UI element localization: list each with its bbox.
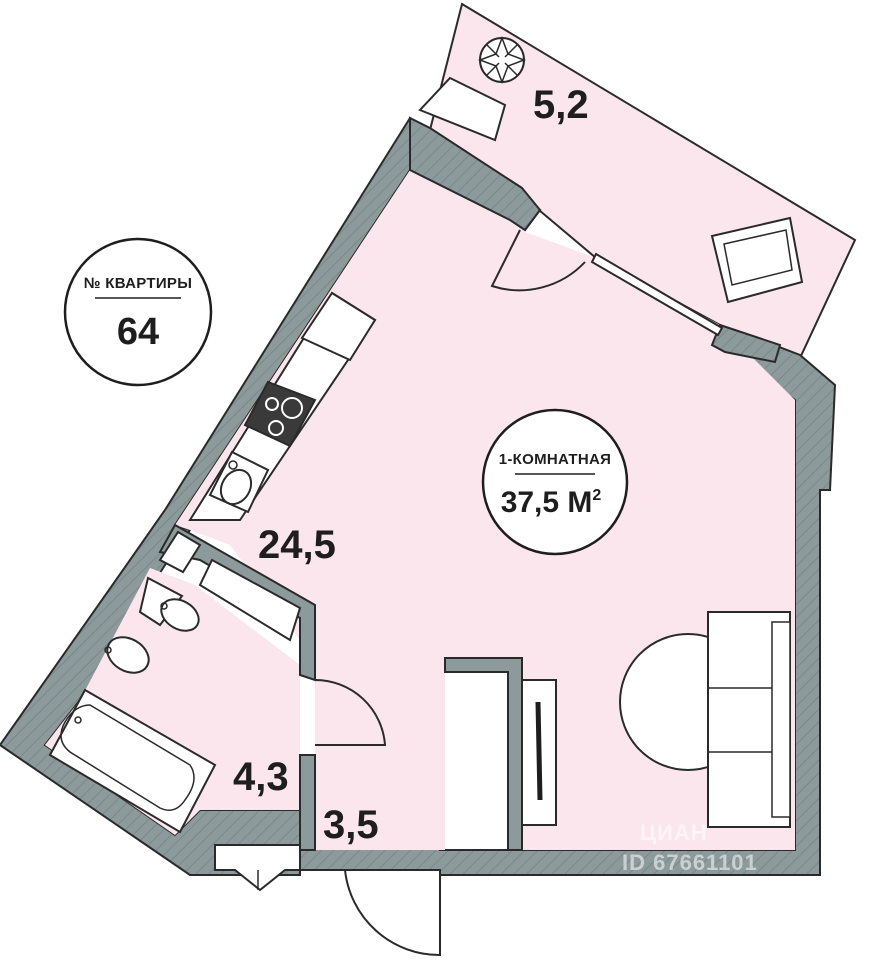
cooktop-icon <box>243 380 317 448</box>
sofa-icon <box>707 611 791 828</box>
balcony-cabinet <box>418 76 507 142</box>
balcony-wall <box>409 116 542 232</box>
watermark-id: ID 67661101 <box>622 850 758 875</box>
entrance-door-swing <box>344 869 441 957</box>
bathtub-icon <box>48 688 217 834</box>
closet-box <box>158 530 202 574</box>
toilet-icon <box>138 576 200 632</box>
bathroom-door-swing <box>314 678 387 746</box>
living-area-label: 24,5 <box>258 523 336 567</box>
interior-wall-bath-lower <box>299 754 316 851</box>
armchair-icon <box>710 216 804 304</box>
balcony-area-label: 5,2 <box>533 83 589 127</box>
watermark-brand: ЦИАН <box>640 820 708 845</box>
wardrobe-icon <box>521 679 557 826</box>
balcony-window <box>590 252 724 337</box>
summary-badge: 1-КОМНАТНАЯ 37,5 М2 <box>481 408 629 556</box>
balcony-door-swing <box>490 229 586 292</box>
bathroom-area-label: 4,3 <box>233 755 289 799</box>
kitchen-cabinet <box>300 291 377 362</box>
hallway-area-label: 3,5 <box>323 803 379 847</box>
washbasin-icon <box>104 636 150 674</box>
interior-wall-wardrobe <box>444 657 523 851</box>
apartment-number-value: 64 <box>117 311 159 353</box>
watermark: ЦИАН ID 67661101 <box>622 820 758 875</box>
plant-icon <box>477 35 527 85</box>
apartment-number-caption: № КВАРТИРЫ <box>84 275 192 292</box>
entry-niche <box>214 844 301 892</box>
apartment-number-badge: № КВАРТИРЫ 64 <box>63 237 213 387</box>
balcony-wall <box>710 323 782 364</box>
room-type-label: 1-КОМНАТНАЯ <box>499 451 611 468</box>
total-area-value: 37,5 М2 <box>501 486 602 519</box>
area-unit-superscript: 2 <box>592 487 601 504</box>
closet-box <box>198 558 302 642</box>
sink-icon <box>208 450 270 514</box>
